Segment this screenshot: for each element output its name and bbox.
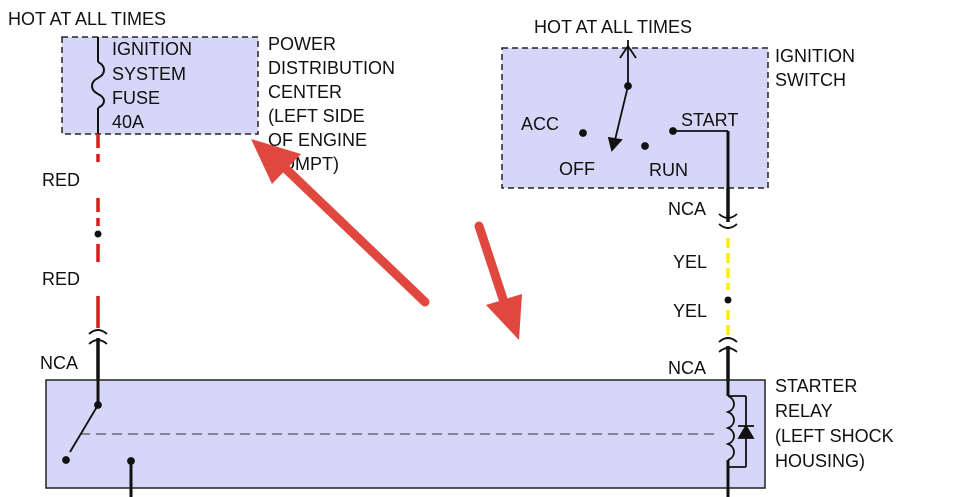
- fuse-icon: [91, 37, 105, 134]
- splice-dot: [724, 296, 732, 304]
- relay-title-line-1: STARTER: [775, 376, 857, 396]
- wire-color-label-red-lower: RED: [42, 269, 80, 289]
- splice-dot: [94, 230, 102, 238]
- switch-position-off: OFF: [559, 159, 595, 179]
- switch-title-line-2: SWITCH: [775, 70, 846, 90]
- relay-coil-icon: [725, 380, 755, 497]
- pdc-label-line-4: (LEFT SIDE: [268, 106, 365, 126]
- yellow-wire: [724, 238, 732, 336]
- pdc-label-line-2: DISTRIBUTION: [268, 58, 395, 78]
- arrow-pointing-to-fuse: [251, 139, 430, 307]
- relay-title-line-4: HOUSING): [775, 451, 865, 471]
- switch-position-acc: ACC: [521, 114, 559, 134]
- pdc-label-line-5: OF ENGINE: [268, 130, 367, 150]
- fuse-box: [61, 36, 259, 135]
- red-wire: [94, 134, 102, 328]
- connector-label-left: NCA: [40, 353, 78, 373]
- switch-title-line-1: IGNITION: [775, 46, 855, 66]
- fuse-label-line-3: FUSE: [112, 88, 160, 108]
- wire-color-label-yel-upper: YEL: [673, 252, 707, 272]
- arrow-pointing-to-relay: [474, 221, 522, 340]
- switch-hot-label: HOT AT ALL TIMES: [534, 17, 692, 37]
- wire-color-label-yel-lower: YEL: [673, 301, 707, 321]
- wire-color-label-red-upper: RED: [42, 170, 80, 190]
- connector-icon: [718, 337, 738, 380]
- ignition-switch-box: [501, 47, 769, 189]
- pdc-label-line-3: CENTER: [268, 82, 342, 102]
- pdc-label-line-1: POWER: [268, 34, 336, 54]
- switch-position-start: START: [681, 110, 738, 130]
- ignition-switch-icon: [579, 40, 730, 188]
- connector-icon: [718, 188, 738, 229]
- fuse-rating: 40A: [112, 112, 144, 132]
- connector-label-right-top: NCA: [668, 199, 706, 219]
- connector-label-right-bottom: NCA: [668, 358, 706, 378]
- switch-position-run: RUN: [649, 160, 688, 180]
- relay-title-line-2: RELAY: [775, 401, 833, 421]
- connector-icon: [88, 329, 108, 380]
- relay-switch-icon: [62, 380, 135, 497]
- fuse-label-line-2: SYSTEM: [112, 64, 186, 84]
- relay-title-line-3: (LEFT SHOCK: [775, 426, 894, 446]
- fuse-label-line-1: IGNITION: [112, 39, 192, 59]
- fuse-hot-label: HOT AT ALL TIMES: [8, 9, 166, 29]
